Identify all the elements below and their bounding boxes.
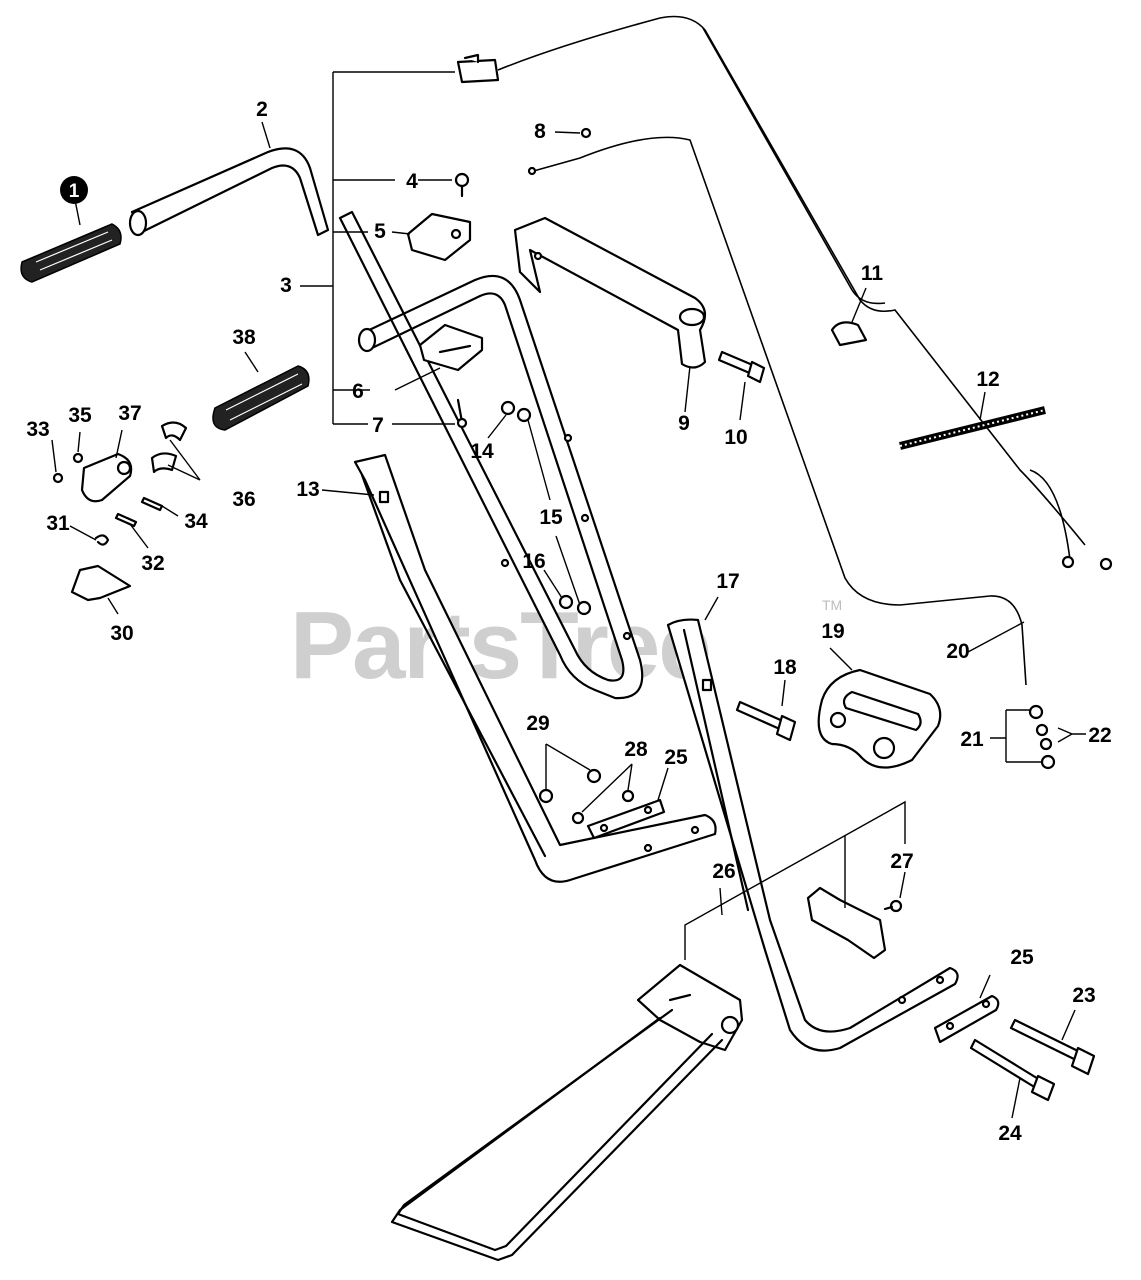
lower-handle-part-13[interactable] <box>353 453 717 883</box>
washer-part-16b <box>576 600 592 616</box>
callout-6[interactable]: 6 <box>352 380 364 403</box>
callout-35[interactable]: 35 <box>68 404 92 427</box>
lower-handle-part-17[interactable] <box>666 618 959 1052</box>
wire-harness-2 <box>702 27 886 305</box>
plate-part-25a[interactable] <box>586 798 666 840</box>
callout-26[interactable]: 26 <box>712 860 735 883</box>
handle-tube-part-2[interactable] <box>128 147 330 237</box>
highlight-badge <box>60 176 88 204</box>
callout-3[interactable]: 3 <box>280 274 292 297</box>
callout-2[interactable]: 2 <box>256 98 268 121</box>
washer-part-15[interactable] <box>516 407 532 423</box>
callout-20[interactable]: 20 <box>946 640 969 663</box>
callout-12[interactable]: 12 <box>976 368 999 391</box>
callout-18[interactable]: 18 <box>773 656 797 679</box>
callout-37[interactable]: 37 <box>118 402 141 425</box>
callout-19[interactable]: 19 <box>821 620 844 643</box>
grip-part-38[interactable] <box>212 365 310 431</box>
watermark-text: PartsTree <box>290 592 710 699</box>
bolt-part-23[interactable] <box>1009 1018 1096 1076</box>
callout-33[interactable]: 33 <box>26 418 49 441</box>
callout-9[interactable]: 9 <box>678 412 690 435</box>
control-cable-part-20[interactable] <box>529 136 1027 686</box>
callout-15[interactable]: 15 <box>539 506 563 529</box>
callout-16[interactable]: 16 <box>522 550 545 573</box>
callout-5[interactable]: 5 <box>374 220 386 243</box>
clip-part-5[interactable] <box>406 212 472 262</box>
bolt-part-24[interactable] <box>969 1038 1056 1102</box>
upper-handle-part-3[interactable] <box>338 210 644 700</box>
hardware-part-21[interactable] <box>1028 704 1056 770</box>
callout-10[interactable]: 10 <box>724 426 747 449</box>
nut-part-8[interactable] <box>580 127 592 139</box>
callout-17[interactable]: 17 <box>716 570 739 593</box>
callout-32[interactable]: 32 <box>141 552 164 575</box>
wire-terminal-b <box>1099 557 1113 571</box>
callout-30[interactable]: 30 <box>110 622 133 645</box>
callout-7[interactable]: 7 <box>372 414 384 437</box>
clip-part-6[interactable] <box>418 323 484 372</box>
callout-38[interactable]: 38 <box>232 326 256 349</box>
clip-part-11[interactable] <box>830 321 868 347</box>
leader-lines <box>51 71 1086 1119</box>
callout-25-lower[interactable]: 25 <box>1010 946 1034 969</box>
callout-28[interactable]: 28 <box>624 738 648 761</box>
callout-4[interactable]: 4 <box>406 170 418 193</box>
bracket-part-9[interactable] <box>513 216 707 369</box>
housing-part-37[interactable] <box>80 452 133 503</box>
bracket-part-27[interactable] <box>806 886 903 960</box>
callout-36[interactable]: 36 <box>232 488 255 511</box>
callout-label: 1 <box>69 181 80 202</box>
nut-part-29[interactable] <box>538 768 602 804</box>
callout-11[interactable]: 11 <box>861 262 884 285</box>
screw-part-4[interactable] <box>454 172 470 198</box>
screw-part-32[interactable] <box>114 512 138 528</box>
callout-1[interactable]: 1 <box>60 176 88 204</box>
callout-29[interactable]: 29 <box>526 712 549 735</box>
callout-24[interactable]: 24 <box>998 1122 1022 1145</box>
callout-25-upper[interactable]: 25 <box>664 746 688 769</box>
callout-31[interactable]: 31 <box>46 512 70 535</box>
washer-part-14[interactable] <box>500 400 516 416</box>
nut-part-16[interactable] <box>558 594 574 610</box>
switch-connector[interactable] <box>456 53 500 84</box>
watermark-trademark: TM <box>822 597 842 613</box>
bolt-part-18[interactable] <box>735 700 797 742</box>
spring-part-12[interactable] <box>899 406 1046 450</box>
plate-part-25b[interactable] <box>933 994 1000 1044</box>
wire-terminal-a <box>1061 555 1075 569</box>
plate-part-19[interactable] <box>817 668 942 769</box>
cable-end <box>527 166 537 176</box>
callout-8[interactable]: 8 <box>534 120 546 143</box>
bushing-part-36[interactable] <box>150 421 188 474</box>
spring-part-31[interactable] <box>94 534 110 546</box>
hardware-part-22[interactable] <box>1035 723 1053 751</box>
callout-23[interactable]: 23 <box>1072 984 1095 1007</box>
wire-branch <box>1029 469 1071 561</box>
lever-part-30[interactable] <box>70 564 132 602</box>
callout-27[interactable]: 27 <box>890 850 913 873</box>
nut-part-33[interactable] <box>52 472 64 484</box>
callout-13[interactable]: 13 <box>296 478 319 501</box>
screw-part-34[interactable] <box>140 496 164 512</box>
nut-part-35[interactable] <box>72 452 84 464</box>
callout-14[interactable]: 14 <box>470 440 494 463</box>
washer-part-28[interactable] <box>571 789 635 825</box>
screw-part-7[interactable] <box>456 398 468 429</box>
callout-34[interactable]: 34 <box>184 510 208 533</box>
bolt-part-10[interactable] <box>717 350 766 384</box>
kickstand-part-26[interactable] <box>390 963 744 1262</box>
callout-22[interactable]: 22 <box>1088 724 1111 747</box>
grip-part-1[interactable] <box>20 223 122 283</box>
callout-21[interactable]: 21 <box>960 728 984 751</box>
